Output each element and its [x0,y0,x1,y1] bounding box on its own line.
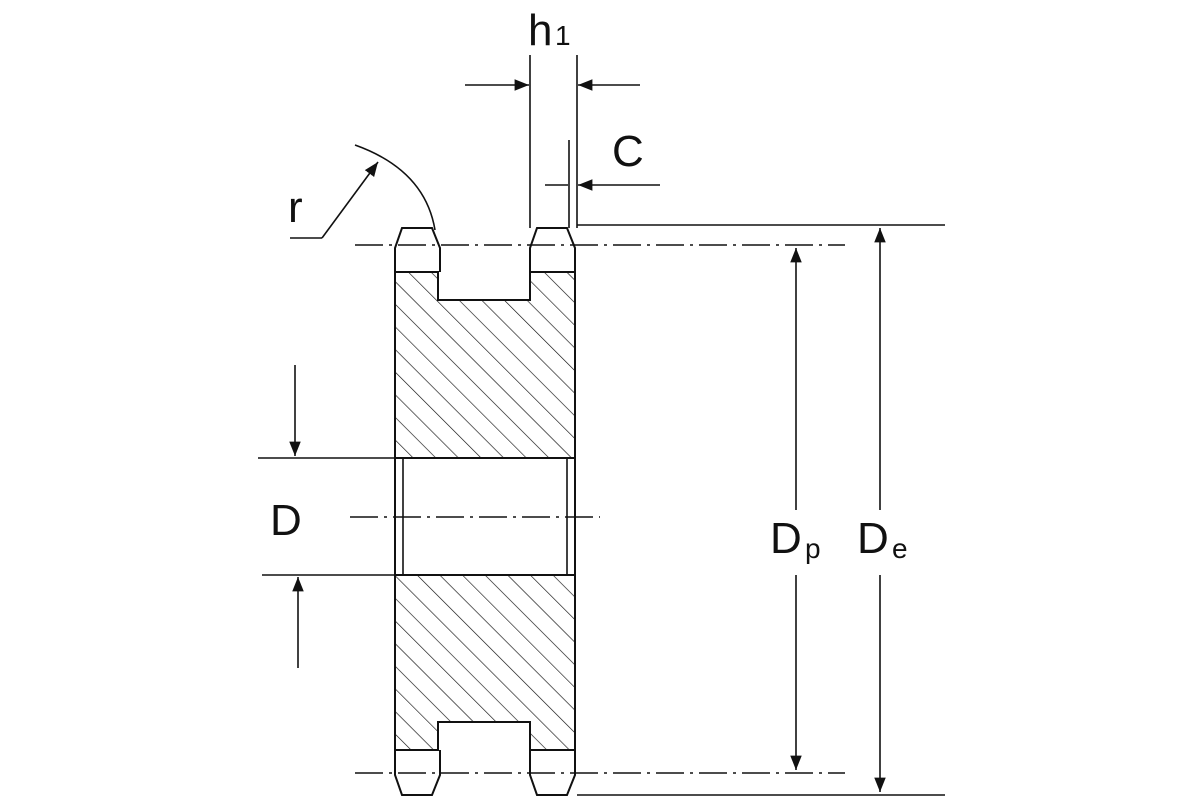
upper-left-tooth [394,227,441,272]
upper-right-tooth [529,227,576,272]
center-lines [350,244,845,774]
de-subscript: e [892,533,908,564]
h1-label: h [528,6,552,55]
d-dimension: D [270,365,304,668]
lower-right-tooth [529,750,576,796]
dp-subscript: p [805,533,821,564]
dp-label: D [770,514,802,563]
de-label: D [857,514,889,563]
upper-hatched-section [394,271,576,459]
c-label: C [612,127,644,176]
lower-left-tooth [394,750,441,796]
extension-lines [258,55,945,796]
c-dimension: C [545,127,660,191]
h1-dimension: h 1 [465,6,640,91]
dp-dimension: D p [770,247,821,770]
de-dimension: D e [857,228,908,792]
d-label: D [270,496,302,545]
h1-subscript: 1 [555,20,571,51]
r-dimension: r [288,144,436,239]
lower-hatched-section [394,574,576,751]
r-label: r [288,183,303,232]
